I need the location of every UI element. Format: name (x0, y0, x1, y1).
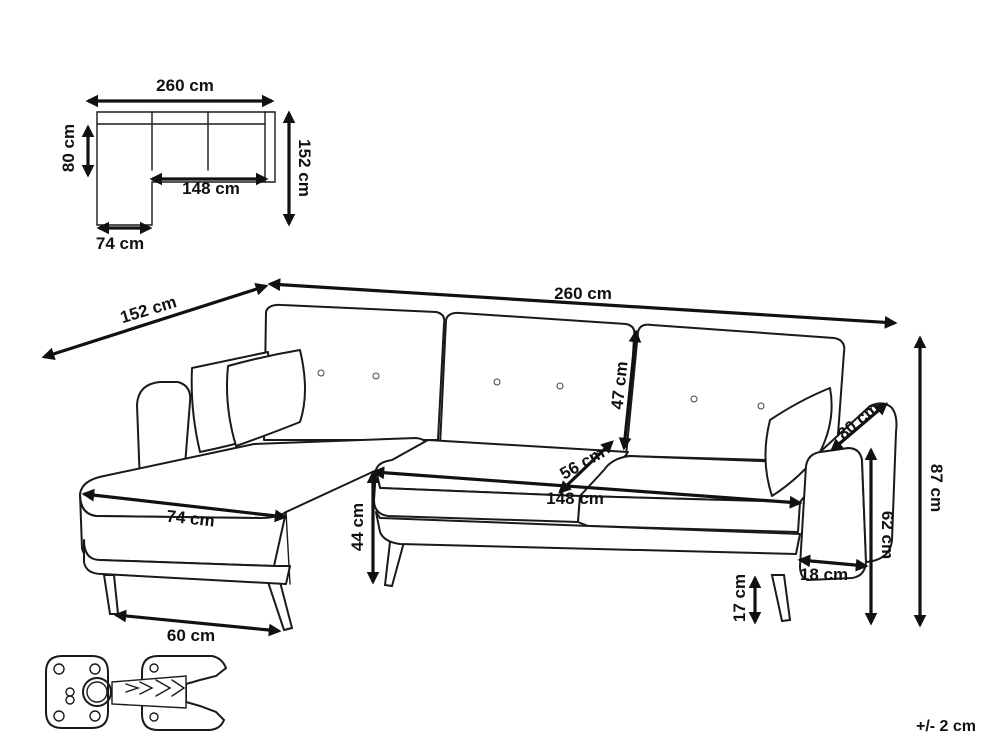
tuft-button (372, 372, 380, 380)
arm-depth-arrow (830, 402, 888, 452)
leg-height-label: 17 cm (730, 574, 749, 622)
leg-span-arrow (113, 609, 282, 637)
plan-width-label: 260 cm (156, 76, 214, 95)
left-armrest (136, 381, 192, 485)
chaise-seat-label: 74 cm (166, 507, 216, 531)
chaise-front-leg (102, 574, 120, 615)
total-height-label: 87 cm (927, 464, 946, 512)
arm-width-arrow (797, 554, 869, 572)
chaise-inner-leg (266, 581, 294, 632)
sofa-base-rail (375, 511, 801, 555)
back-height-arrow (618, 329, 642, 451)
tuft-button (493, 378, 501, 386)
plan-depth-total-label: 152 cm (295, 139, 314, 197)
tuft-button (690, 395, 698, 403)
chaise-base (83, 539, 291, 585)
tuft-button (317, 369, 325, 377)
tuft-button (556, 382, 564, 390)
seat-width-label: 148 cm (546, 489, 604, 508)
depth-arrow (41, 283, 269, 360)
width-label: 260 cm (554, 284, 612, 303)
sofa-left-leg (383, 541, 406, 588)
seat-height-label: 44 cm (348, 503, 367, 551)
back-cushion-2 (439, 311, 636, 457)
left-pillow-front (226, 349, 306, 447)
arm-width-label: 18 cm (800, 565, 848, 584)
corner-bracket-icon (111, 655, 228, 731)
mounting-plate-icon (45, 655, 112, 729)
tolerance-label: +/- 2 cm (916, 718, 976, 735)
top-view-plan: 260 cm 80 cm 148 cm 152 cm 74 cm (59, 76, 314, 253)
sofa-drawing (79, 303, 898, 632)
plan-depth-left-label: 80 cm (59, 124, 78, 172)
back-height-label: 47 cm (608, 360, 632, 410)
tuft-button (757, 402, 765, 410)
plan-seat-width-label: 148 cm (182, 179, 240, 198)
chaise-seat-arrow (81, 488, 288, 523)
width-arrow (267, 278, 898, 329)
seat-width-arrow (371, 466, 803, 509)
chaise-corner-edge (285, 511, 291, 585)
sofa-right-leg (770, 574, 792, 623)
plan-outline (96, 111, 276, 226)
leg-span-label: 60 cm (167, 626, 215, 645)
arm-height-label: 62 cm (878, 511, 897, 559)
plan-chaise-width-label: 74 cm (96, 234, 144, 253)
